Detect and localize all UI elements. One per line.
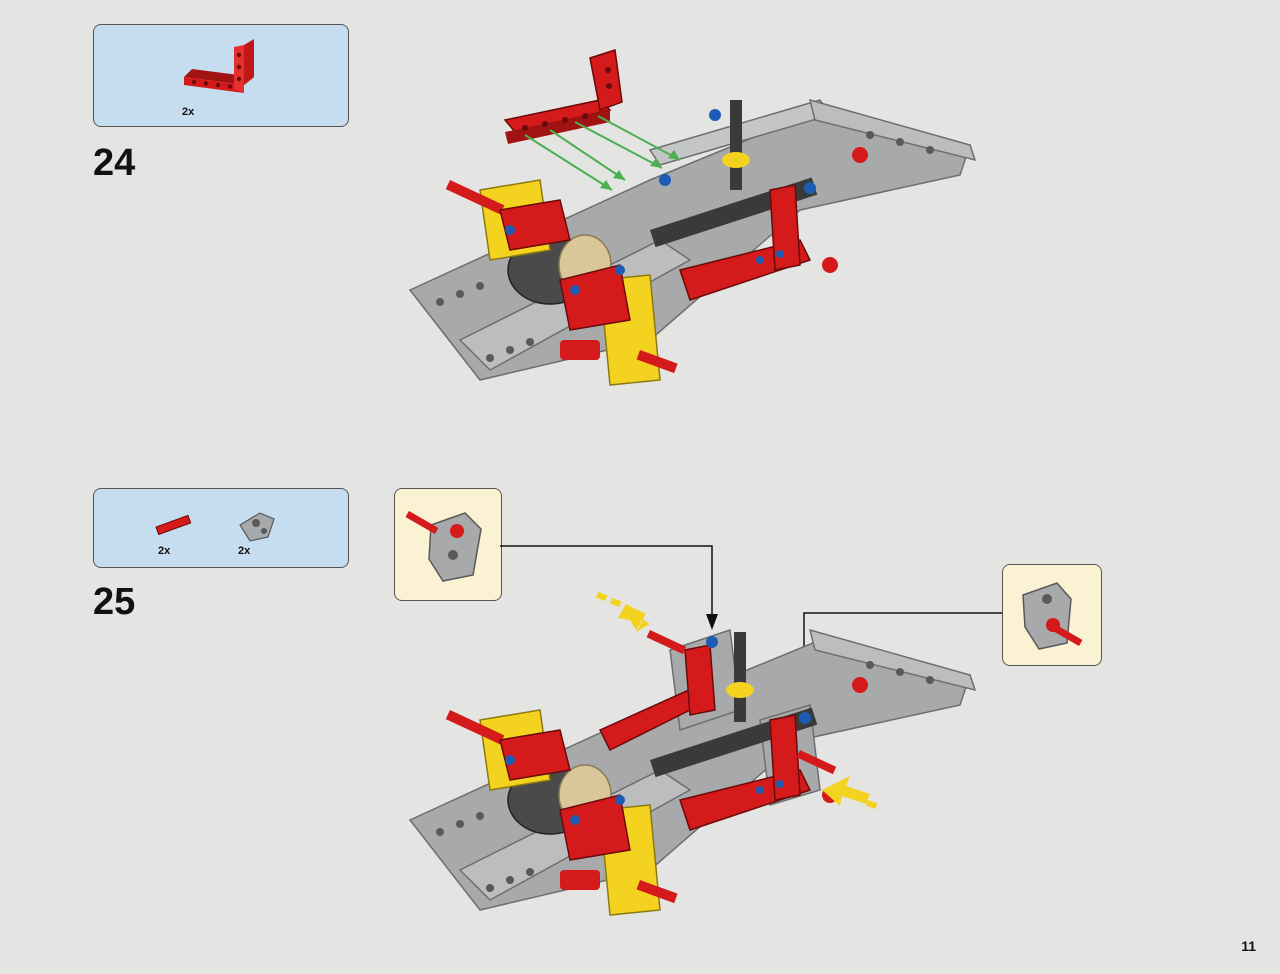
part-quantity: 2x bbox=[182, 106, 195, 118]
part-quantity: 2x bbox=[238, 545, 251, 557]
step-number: 25 bbox=[93, 581, 136, 623]
part-quantity: 2x bbox=[158, 545, 171, 557]
red-axle-part-icon bbox=[155, 514, 192, 536]
yellow-push-arrow-right bbox=[822, 776, 878, 810]
assembly-illustration-step-25 bbox=[408, 592, 977, 916]
yellow-push-arrow-left bbox=[595, 592, 650, 632]
step-number: 24 bbox=[93, 142, 136, 184]
page-number: 11 bbox=[1241, 938, 1256, 954]
gray-frame bbox=[408, 98, 977, 381]
connector-with-axle-icon bbox=[1022, 582, 1083, 650]
blue-pins bbox=[505, 636, 811, 825]
red-l-beam-part-icon bbox=[184, 39, 254, 93]
connector-with-axle-icon bbox=[405, 511, 482, 582]
assembly-illustration-step-24 bbox=[408, 49, 977, 386]
callout-box-left bbox=[394, 488, 502, 601]
parts-box-step-24: 2x bbox=[93, 24, 349, 127]
callout-box-right bbox=[1002, 564, 1102, 666]
red-l-beam-new bbox=[503, 49, 623, 144]
blue-pins bbox=[505, 109, 816, 295]
green-arrows bbox=[524, 115, 681, 191]
parts-box-step-25: 2x 2x bbox=[93, 488, 349, 568]
gray-connector-part-icon bbox=[239, 512, 275, 542]
